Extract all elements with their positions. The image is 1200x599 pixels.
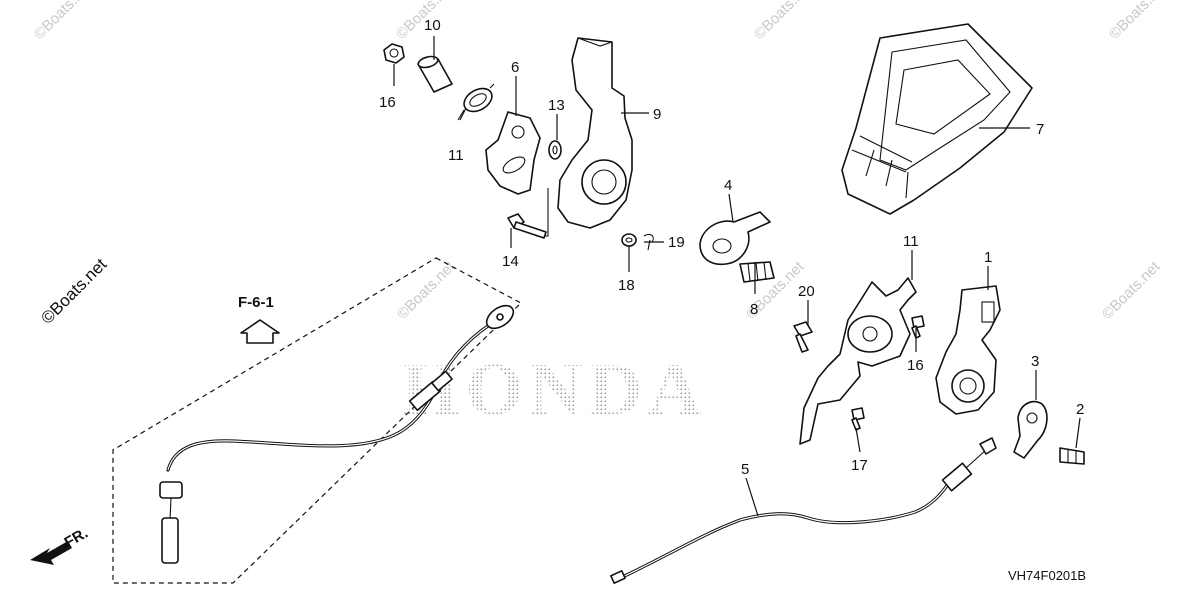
part-8-lever [536,37,633,237]
reference-box [112,257,523,584]
callout-7: 7 [1036,121,1044,138]
part-9-spring [739,261,775,283]
diagram-code: VH74F0201B [1008,568,1086,583]
part-18-washer [621,233,637,247]
part-11-spring [457,83,495,121]
callout-3: 3 [1031,353,1039,370]
callout-5: 5 [741,461,749,478]
reference-label: F-6-1 [238,294,274,311]
reference-cable [159,304,515,564]
part-16-screw [911,315,925,339]
part-16-screw [851,407,865,431]
callout-16: 16 [907,357,924,374]
callout-16: 17 [851,457,868,474]
part-3-cam [1013,400,1048,459]
callout-19: 19 [668,234,685,251]
callout-11: 11 [448,147,464,164]
callout-2: 2 [1076,401,1084,418]
callout-6: 6 [511,59,519,76]
part-10-bracket [799,277,917,445]
part-1-housing [935,285,1001,415]
callout-10: 11 [903,233,919,250]
site-watermark: ©Boats.net [1106,0,1171,43]
callout-14: 14 [502,253,519,270]
part-13-washer [548,140,562,160]
callout-4: 4 [724,177,732,194]
site-watermark: ©Boats.net [31,0,96,43]
callout-13: 13 [548,97,565,114]
front-arrow-icon [30,541,72,565]
callout-17: 16 [379,94,396,111]
callout-20: 20 [798,283,815,300]
reference-arrow-icon [240,319,280,344]
callout-18: 18 [618,277,635,294]
callout-8: 9 [653,106,661,123]
callouts: 16 10 6 11 13 9 7 4 8 14 18 19 11 1 20 1… [379,17,1084,478]
part-5-cable [610,437,997,584]
site-watermark-dark: ©Boats.net [37,255,110,328]
part-2-spring [1059,447,1085,465]
brand-watermark: HONDA [402,349,707,431]
callout-15: 10 [424,17,441,34]
part-6-plate [485,111,541,195]
leader-lines [393,36,1081,517]
part-15-collar [417,55,453,93]
part-20-bolt [793,321,813,353]
part-14-bolt [507,213,547,239]
part-17-nut [383,43,405,64]
front-direction: FR. [30,525,91,565]
part-4-cam [699,211,771,266]
callout-1: 1 [984,249,992,266]
site-watermark: ©Boats.net [751,0,816,43]
callout-9: 8 [750,301,758,318]
site-watermark: ©Boats.net [1099,258,1164,323]
part-7-cover [841,23,1033,215]
site-watermark: ©Boats.net [394,258,459,323]
